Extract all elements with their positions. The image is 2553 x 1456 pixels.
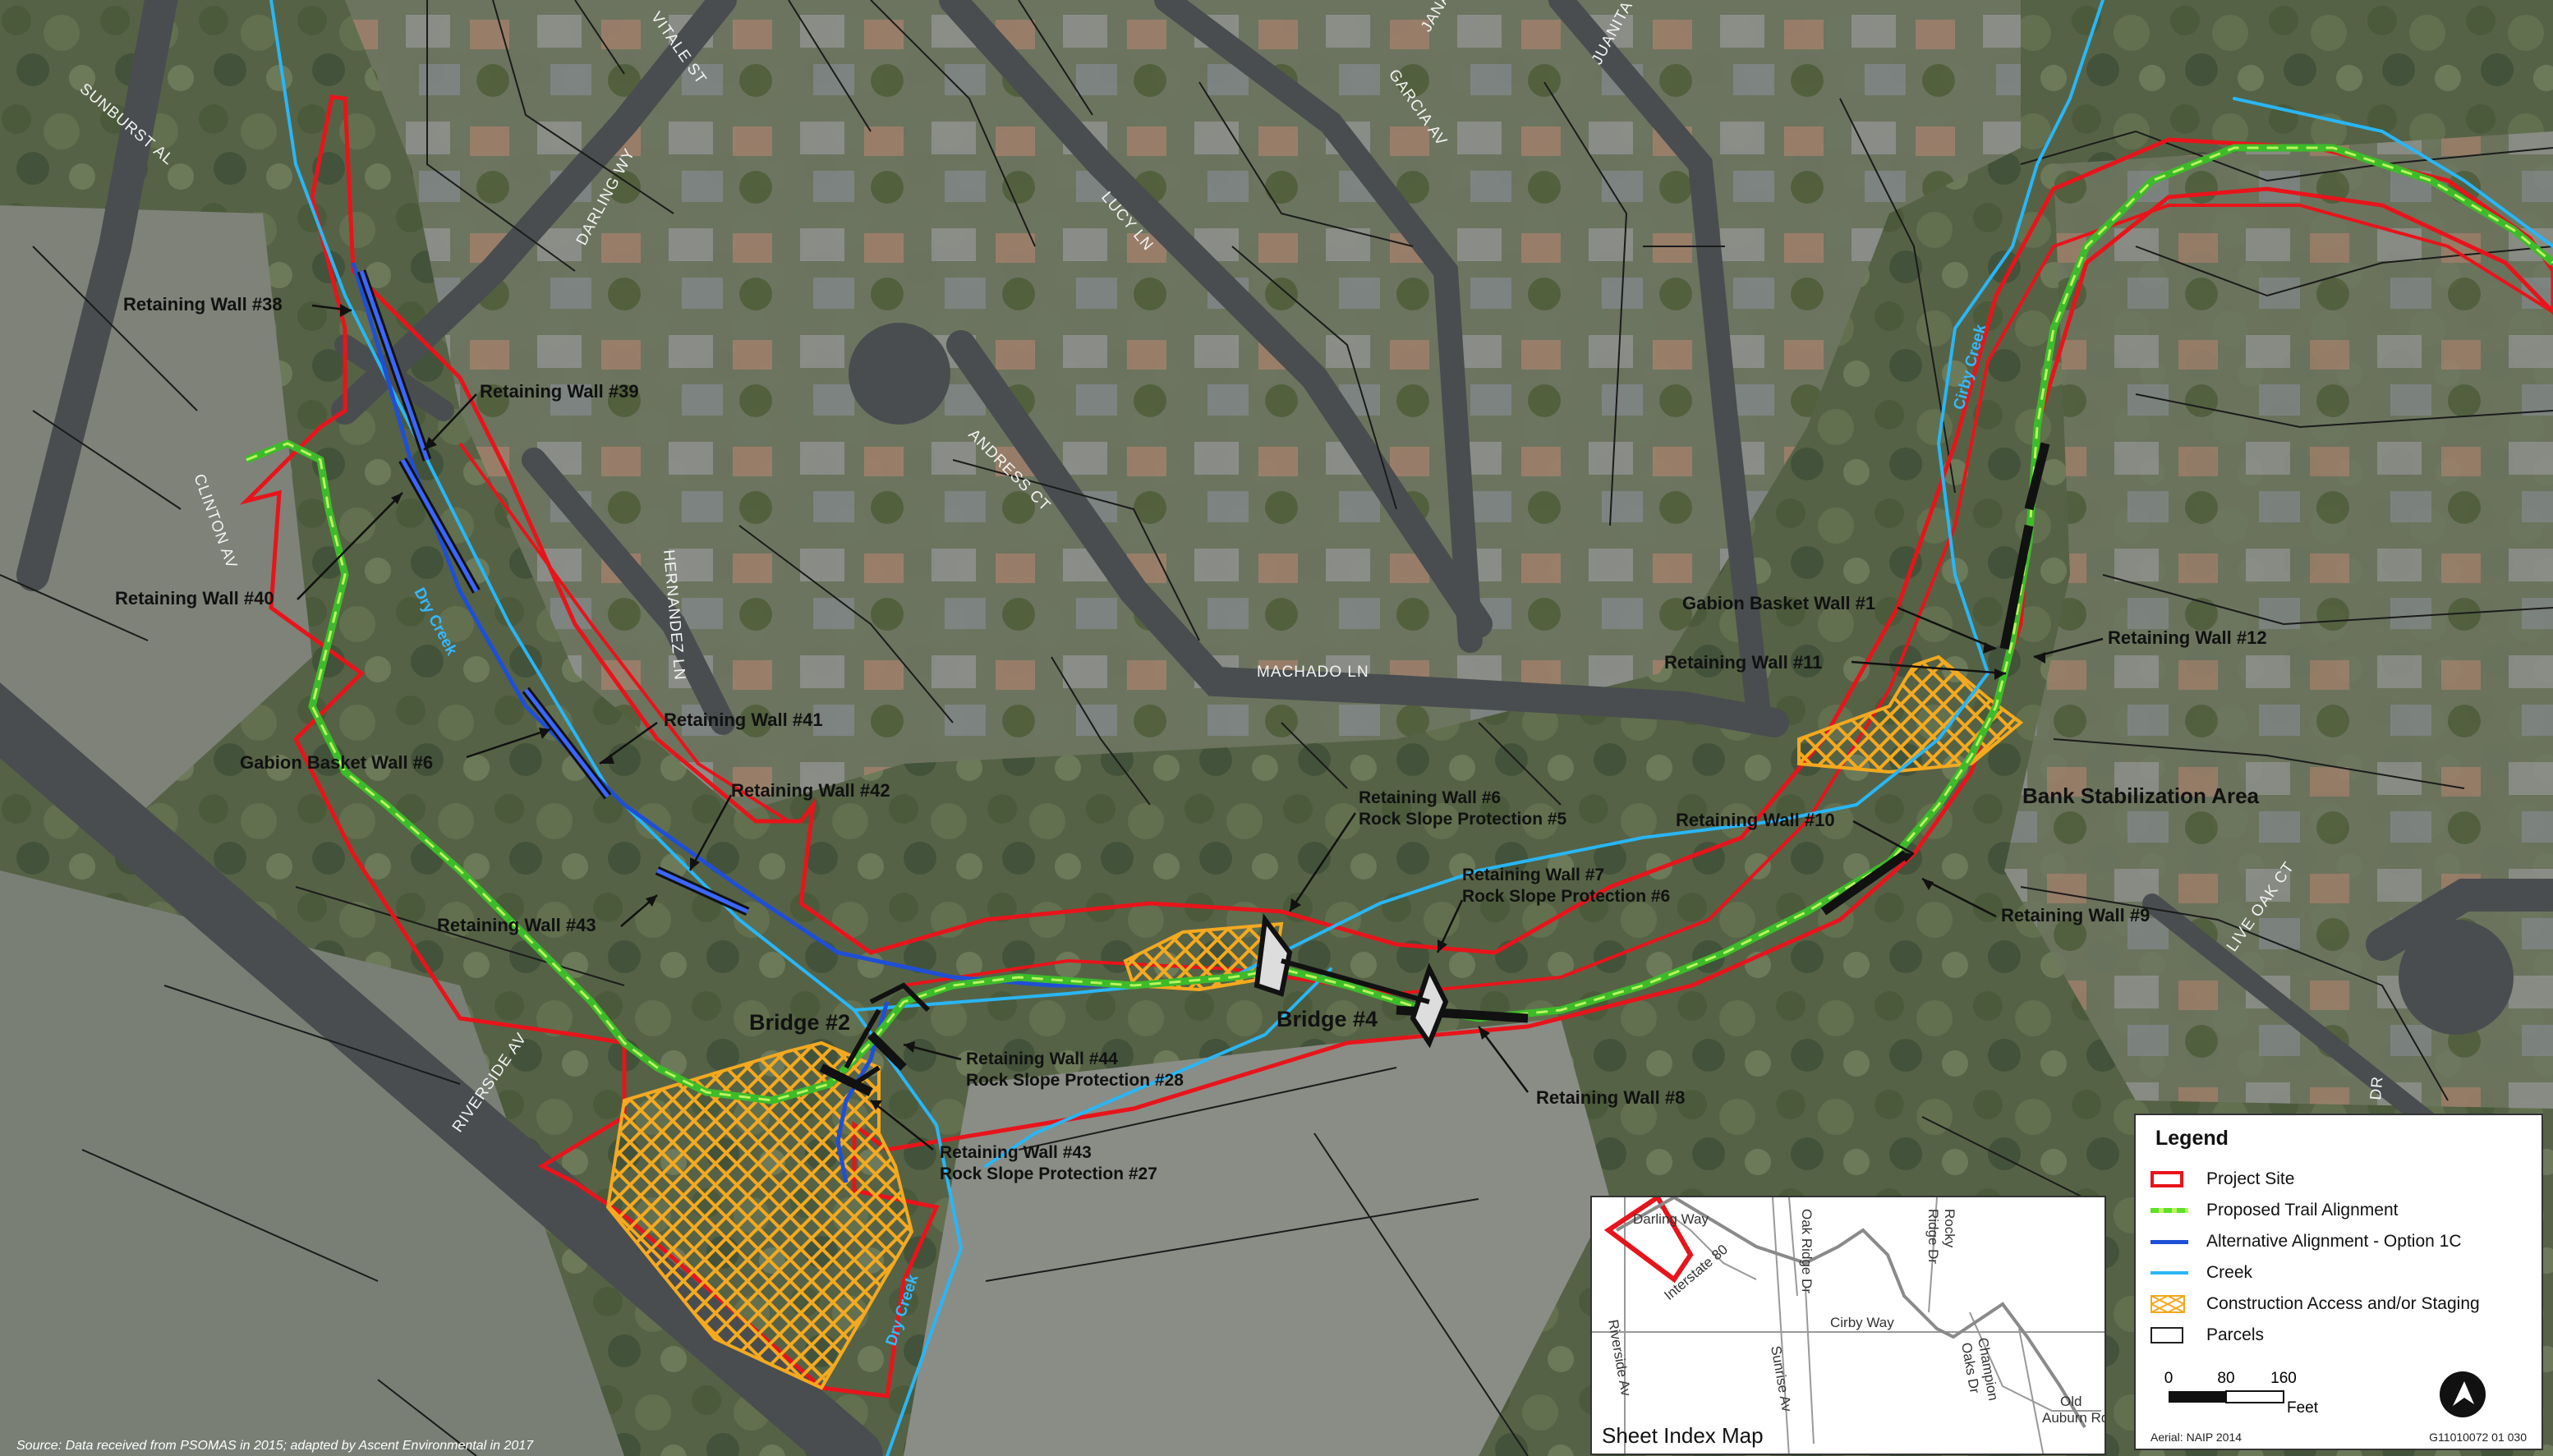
- label-gabion-basket-wall-1: Gabion Basket Wall #1: [1682, 593, 1875, 613]
- scale-unit: Feet: [2287, 1399, 2319, 1417]
- street-label: MACHADO LN: [1257, 664, 1369, 681]
- aerial-note: Aerial: NAIP 2014: [2150, 1431, 2242, 1444]
- cul-de-sac: [849, 323, 950, 425]
- scale-bar-area: 0 80 160 Feet: [2150, 1363, 2528, 1445]
- label-retaining-wall-11: Retaining Wall #11: [1664, 652, 1822, 673]
- staging-area-southwest: [605, 1040, 914, 1390]
- retaining-walls-inner: [359, 270, 749, 914]
- label-rock-slope-protection-6: Rock Slope Protection #6: [1462, 887, 1670, 906]
- scale-tick: 0: [2164, 1370, 2174, 1387]
- label-retaining-wall-12: Retaining Wall #12: [2108, 627, 2267, 648]
- label-retaining-wall-44: Retaining Wall #44: [966, 1050, 1118, 1068]
- index-label: Darling Way: [1633, 1211, 1709, 1227]
- legend-label: Construction Access and/or Staging: [2206, 1294, 2480, 1313]
- figure-id: G11010072 01 030: [2429, 1431, 2527, 1444]
- scale-bar-graphic: 0 80 160 Feet: [2164, 1370, 2486, 1417]
- sheet-index-map: Darling Way Interstate 80 Riverside Av S…: [1590, 1196, 2106, 1455]
- legend-item-project-site: Project Site: [2150, 1164, 2527, 1195]
- label-rock-slope-protection-28: Rock Slope Protection #28: [966, 1071, 1184, 1090]
- label-gabion-basket-wall-6: Gabion Basket Wall #6: [240, 752, 433, 773]
- bridge-4-symbol: [1254, 913, 1449, 1049]
- index-map-title: Sheet Index Map: [1602, 1423, 1764, 1448]
- cul-de-sac-east: [2399, 920, 2514, 1035]
- legend-label: Parcels: [2206, 1325, 2265, 1344]
- index-label: Cirby Way: [1830, 1315, 1894, 1330]
- index-label: Old: [2060, 1394, 2082, 1409]
- label-retaining-wall-6: Retaining Wall #6: [1359, 788, 1501, 807]
- commercial-area-south: [904, 1018, 1610, 1456]
- index-label: Auburn Rd: [2042, 1410, 2106, 1426]
- label-bank-stabilization-area: Bank Stabilization Area: [2022, 783, 2260, 808]
- legend-item-alternative-alignment: Alternative Alignment - Option 1C: [2150, 1226, 2527, 1257]
- label-bridge-4: Bridge #4: [1276, 1007, 1378, 1031]
- parcels-swatch: [2150, 1326, 2195, 1344]
- legend-item-proposed-trail: Proposed Trail Alignment: [2150, 1195, 2527, 1226]
- index-label: Interstate 80: [1661, 1242, 1731, 1303]
- parking-lot-southwest: [0, 870, 624, 1456]
- hatch-swatch-graphic: [2150, 1295, 2185, 1313]
- legend-item-staging: Construction Access and/or Staging: [2150, 1288, 2527, 1320]
- bridge-2-symbol: [820, 982, 931, 1087]
- legend-label: Creek: [2206, 1263, 2253, 1282]
- callout-arrowheads: [340, 304, 2045, 1110]
- label-retaining-wall-9: Retaining Wall #9: [2001, 905, 2150, 926]
- index-label: Ridge Dr: [1925, 1209, 1941, 1264]
- source-note: Source: Data received from PSOMAS in 201…: [16, 1439, 534, 1453]
- staging-area-northeast: [1797, 655, 2024, 774]
- index-label: Rocky: [1942, 1209, 1957, 1248]
- label-retaining-wall-43-west: Retaining Wall #43: [437, 915, 596, 935]
- label-retaining-wall-38: Retaining Wall #38: [123, 294, 283, 315]
- legend: Legend Project Site Proposed Trail Align…: [2134, 1114, 2543, 1450]
- label-retaining-wall-10: Retaining Wall #10: [1676, 810, 1835, 830]
- legend-item-creek: Creek: [2150, 1257, 2527, 1288]
- index-label: Sunrise Av: [1768, 1344, 1795, 1413]
- trail-line-swatch: [2150, 1201, 2195, 1219]
- legend-label: Alternative Alignment - Option 1C: [2206, 1232, 2462, 1251]
- legend-label: Project Site: [2206, 1169, 2295, 1188]
- label-retaining-wall-8: Retaining Wall #8: [1536, 1087, 1685, 1108]
- scale-tick: 80: [2217, 1370, 2234, 1387]
- street-label: DR: [2367, 1075, 2386, 1100]
- staging-hatch-swatch: [2150, 1295, 2195, 1313]
- label-bridge-2: Bridge #2: [749, 1010, 850, 1035]
- legend-title: Legend: [2155, 1127, 2229, 1150]
- north-arrow-icon: [2440, 1371, 2486, 1417]
- label-retaining-wall-41: Retaining Wall #41: [664, 710, 823, 730]
- label-retaining-wall-43-south: Retaining Wall #43: [940, 1143, 1092, 1162]
- label-retaining-wall-40: Retaining Wall #40: [115, 588, 274, 609]
- label-retaining-wall-7: Retaining Wall #7: [1462, 866, 1604, 884]
- index-label: Riverside Av: [1605, 1318, 1634, 1398]
- label-rock-slope-protection-5: Rock Slope Protection #5: [1359, 810, 1567, 829]
- creek-line-swatch: [2150, 1264, 2195, 1282]
- residential-area-north: [345, 0, 2021, 813]
- label-retaining-wall-42: Retaining Wall #42: [731, 780, 890, 801]
- label-rock-slope-protection-27: Rock Slope Protection #27: [940, 1164, 1157, 1183]
- legend-label: Proposed Trail Alignment: [2206, 1201, 2399, 1219]
- index-label: Oak Ridge Dr: [1799, 1209, 1815, 1293]
- residential-area-east: [2004, 131, 2553, 1109]
- legend-item-parcels: Parcels: [2150, 1320, 2527, 1351]
- alignment-line-swatch: [2150, 1233, 2195, 1251]
- scale-tick: 160: [2270, 1370, 2297, 1387]
- index-map-graphic: Darling Way Interstate 80 Riverside Av S…: [1592, 1197, 2106, 1454]
- label-retaining-wall-39: Retaining Wall #39: [480, 381, 639, 402]
- project-site-swatch: [2150, 1170, 2195, 1188]
